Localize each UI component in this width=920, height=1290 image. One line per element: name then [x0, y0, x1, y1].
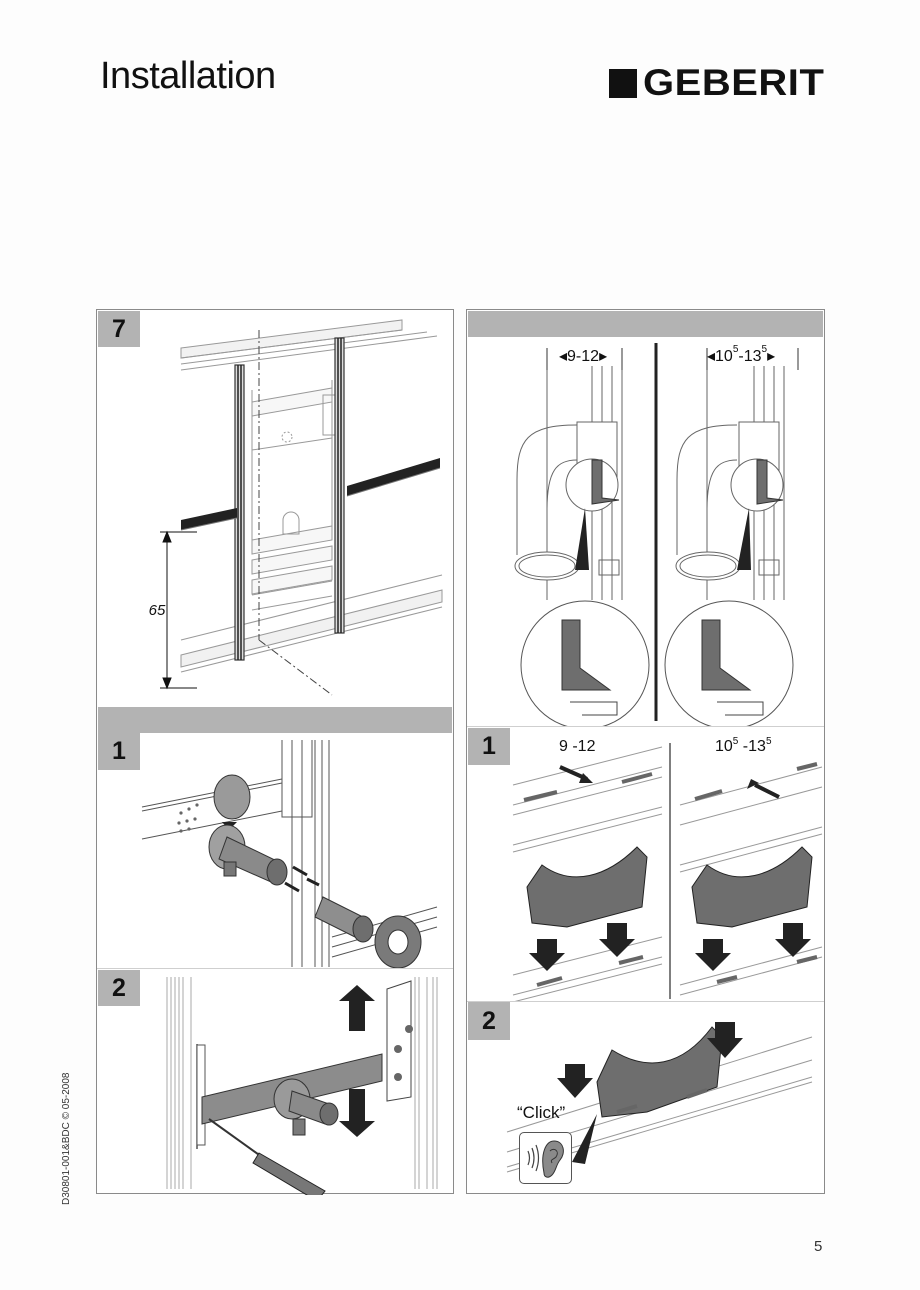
step-badge: 2: [468, 1002, 510, 1040]
logo-square-icon: [609, 68, 637, 98]
geberit-logo: GEBERIT: [609, 64, 824, 101]
step-badge: 7: [98, 311, 140, 347]
step-7-section: 7: [97, 310, 453, 707]
step-1-section: 1: [97, 707, 453, 969]
step-2-section: 2: [97, 969, 453, 1195]
frame-height-illustration: 65: [149, 319, 443, 696]
range-label-right: ◂105-135▸: [707, 344, 776, 365]
height-adjustment-illustration: [166, 977, 438, 1195]
pipe-offset-section: ◂9-12▸ ◂105-135▸: [467, 310, 824, 727]
step-badge: 1: [468, 728, 510, 765]
pipe-elbow-detail-illustration: [514, 343, 799, 727]
option-label-left: 9 -12: [559, 738, 596, 755]
pipe-holder-placement-illustration: [512, 743, 823, 1002]
page-title: Installation: [100, 55, 276, 97]
right-instruction-panel: ◂9-12▸ ◂105-135▸: [466, 309, 825, 1194]
step-badge: 1: [98, 733, 140, 770]
option-label-right: 105 -135: [715, 736, 772, 755]
ear-sound-icon: [519, 1132, 572, 1184]
range-label-left: ◂9-12▸: [559, 348, 608, 365]
step-header-band: [98, 707, 452, 733]
pipe-holder-click-illustration: [506, 1022, 813, 1173]
logo-text: GEBERIT: [643, 62, 825, 103]
click-callout-text: “Click”: [517, 1103, 566, 1122]
wall-fitting-assembly-illustration: [141, 740, 438, 969]
document-code: D30801-001&BDC © 05-2008: [61, 1072, 72, 1205]
page-number: 5: [814, 1238, 823, 1255]
section-header-band: [468, 311, 823, 337]
left-instruction-panel: 7: [96, 309, 454, 1195]
step-1-section: 1 9 -12 105 -135: [467, 727, 824, 1002]
dimension-label: 65: [149, 602, 166, 619]
step-2-section: 2 “Click”: [467, 1002, 824, 1195]
step-badge: 2: [98, 970, 140, 1006]
